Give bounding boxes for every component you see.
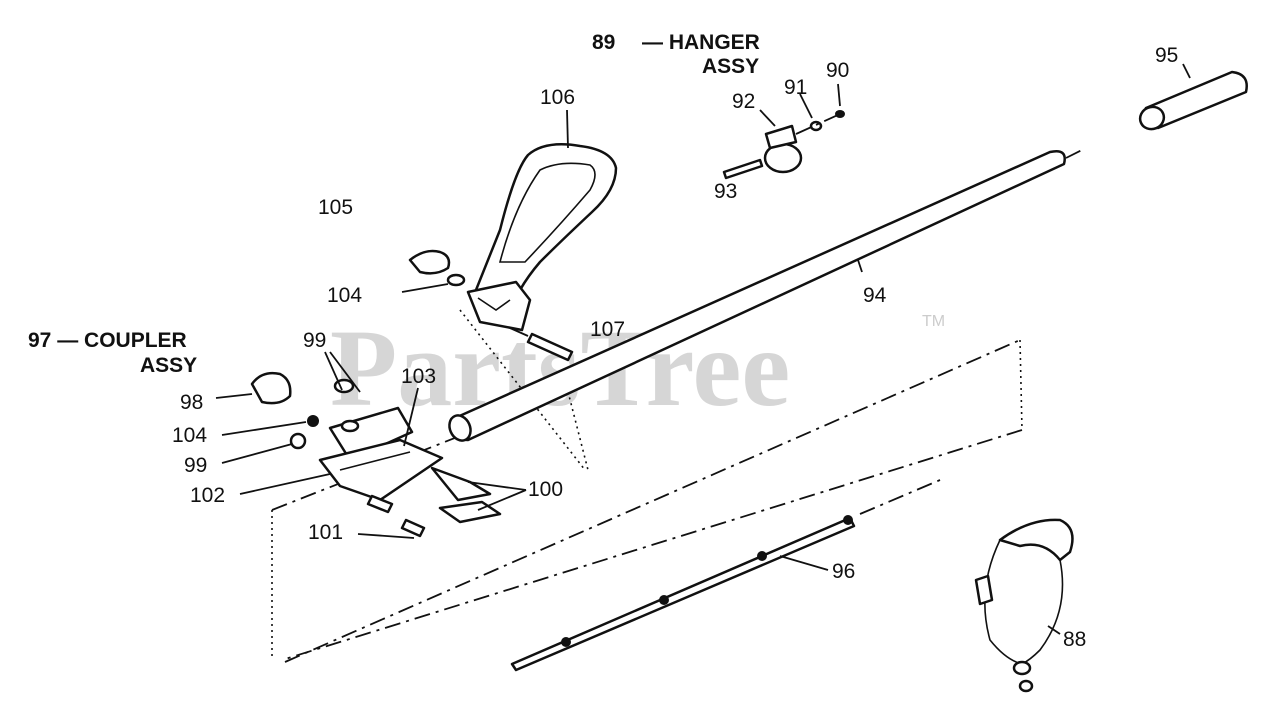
- label-105: 105: [318, 196, 353, 219]
- part-102-coupler-bottom: [318, 438, 444, 502]
- part-94-shaft: [448, 149, 1083, 442]
- part-100-clips: [430, 466, 502, 524]
- label-93: 93: [714, 180, 737, 203]
- label-106: 106: [540, 86, 575, 109]
- label-97-coupler-assy-line2: ASSY: [140, 354, 197, 377]
- label-89-desc-line1: — HANGER: [642, 31, 760, 54]
- label-88: 88: [1063, 628, 1086, 651]
- part-106-handle: [466, 143, 618, 332]
- watermark-trademark: TM: [922, 313, 945, 330]
- label-103: 103: [401, 365, 436, 388]
- label-101: 101: [308, 521, 343, 544]
- label-98: 98: [180, 391, 203, 414]
- part-91-washer: [809, 120, 823, 132]
- part-101-screws: [366, 494, 426, 538]
- part-95-grip: [1138, 70, 1248, 131]
- label-96: 96: [832, 560, 855, 583]
- label-99-top: 99: [303, 329, 326, 352]
- label-107: 107: [590, 318, 625, 341]
- label-94: 94: [863, 284, 887, 307]
- label-104-left: 104: [172, 424, 207, 447]
- part-93-screw: [722, 158, 764, 180]
- part-90-nut: [795, 110, 845, 135]
- part-105-knob: [408, 249, 466, 287]
- leader-lines: [215, 63, 1191, 635]
- part-88-strap: [974, 518, 1074, 693]
- label-100: 100: [528, 478, 563, 501]
- part-103-coupler-top: [328, 406, 414, 462]
- label-97-coupler-assy: 97 — COUPLER: [28, 329, 187, 352]
- label-95: 95: [1155, 44, 1178, 67]
- part-98-knob: [250, 371, 292, 405]
- label-102: 102: [190, 484, 225, 507]
- label-90: 90: [826, 59, 849, 82]
- label-104-mid: 104: [327, 284, 362, 307]
- part-107-pin: [526, 332, 574, 362]
- label-89-desc-line2: ASSY: [702, 55, 759, 78]
- label-99-left: 99: [184, 454, 207, 477]
- part-96-drive-cable: [510, 479, 941, 672]
- label-91: 91: [784, 76, 807, 99]
- part-92-hanger-clamp: [763, 124, 803, 174]
- part-104-nut: [307, 415, 319, 427]
- label-89: 89: [592, 31, 615, 54]
- label-92: 92: [732, 90, 755, 113]
